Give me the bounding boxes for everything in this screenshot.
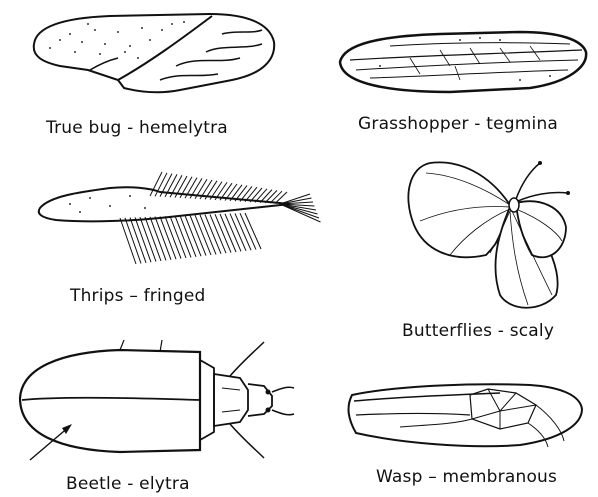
elytra-wing-illustration	[0, 340, 300, 465]
beetle-caption: Beetle - elytra	[66, 474, 190, 494]
thrips-panel: Thrips – fringed	[0, 160, 320, 310]
true-bug-caption: True bug - hemelytra	[46, 118, 228, 138]
grasshopper-caption: Grasshopper - tegmina	[358, 114, 558, 134]
tegmina-wing-illustration	[320, 0, 598, 110]
true-bug-panel: True bug - hemelytra	[0, 0, 300, 145]
scaly-wing-illustration	[390, 145, 598, 315]
beetle-panel: Beetle - elytra	[0, 340, 300, 497]
membranous-wing-illustration	[340, 355, 598, 465]
wasp-panel: Wasp – membranous	[340, 355, 598, 497]
butterfly-caption: Butterflies - scaly	[402, 321, 554, 341]
hemelytra-wing-illustration	[0, 0, 300, 110]
fringed-wing-illustration	[0, 160, 320, 270]
butterfly-panel: Butterflies - scaly	[390, 145, 598, 345]
thrips-caption: Thrips – fringed	[70, 286, 206, 306]
grasshopper-panel: Grasshopper - tegmina	[320, 0, 598, 145]
wasp-caption: Wasp – membranous	[376, 467, 557, 487]
